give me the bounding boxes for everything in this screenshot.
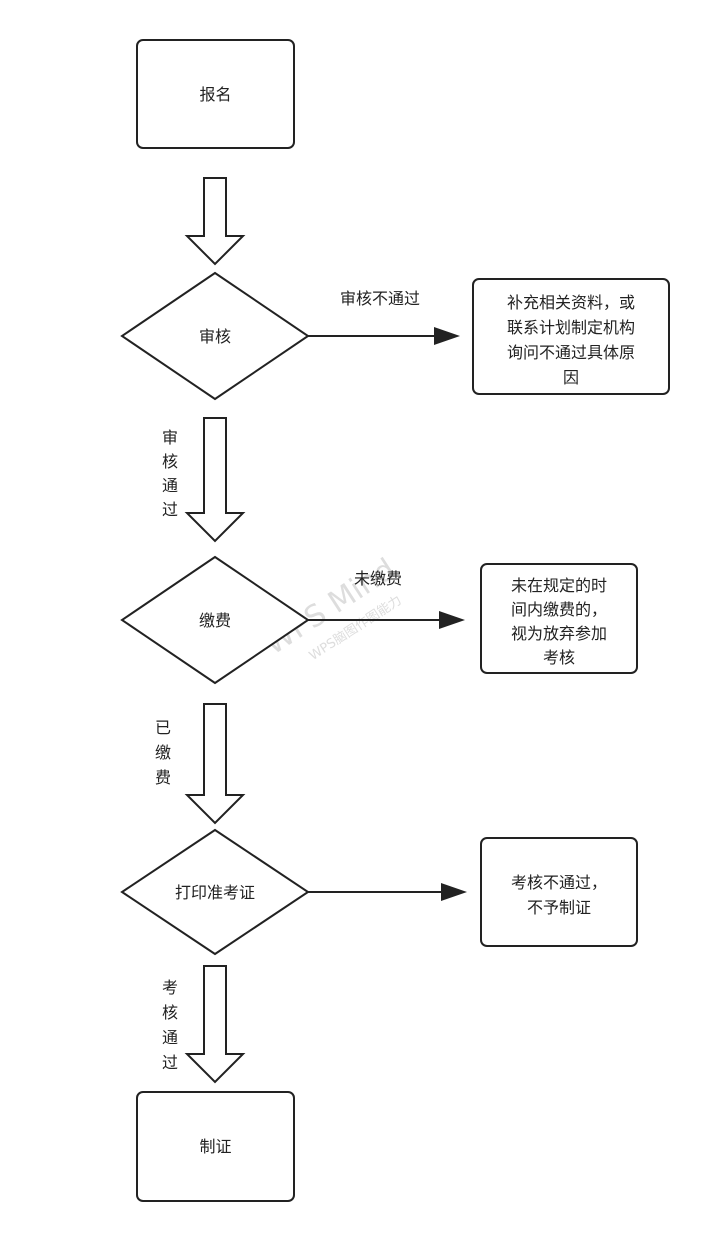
node-certify-box xyxy=(136,1091,295,1202)
edge-paid-char-1: 已 xyxy=(155,718,171,737)
flow-arrow-payment-to-print xyxy=(184,703,246,825)
node-unpaid-rect xyxy=(480,563,638,674)
node-print-ticket-label: 打印准考证 xyxy=(175,883,255,902)
edge-unpaid-arrowhead xyxy=(439,611,465,629)
edge-exam-pass-char-4: 过 xyxy=(162,1053,178,1072)
flow-arrow-signup-to-review xyxy=(184,177,246,266)
node-print-ticket[interactable]: 打印准考证 xyxy=(120,828,310,956)
node-review[interactable]: 审核 xyxy=(120,271,310,401)
node-print-ticket-diamond xyxy=(120,828,310,956)
edge-exam-pass-char-2: 核 xyxy=(162,1003,178,1022)
edge-exam-pass-char-1: 考 xyxy=(162,978,178,997)
edge-unpaid-label: 未缴费 xyxy=(354,569,402,588)
edge-review-fail: 审核不通过 xyxy=(308,289,460,345)
edge-review-fail-arrowhead xyxy=(434,327,460,345)
node-payment[interactable]: 缴费 xyxy=(120,555,310,685)
edge-review-pass-label: 审 核 通 过 xyxy=(162,428,178,519)
flow-arrow-review-to-payment xyxy=(184,417,246,543)
node-exam-fail-line-2: 不予制证 xyxy=(527,898,591,917)
node-exam-fail-rect xyxy=(480,837,638,947)
edge-review-pass-char-2: 核 xyxy=(162,452,178,471)
node-signup-label: 报名 xyxy=(199,85,231,104)
node-unpaid-box[interactable]: 未在规定的时 间内缴费的， 视为放弃参加 考核 xyxy=(480,563,638,674)
edge-exam-fail xyxy=(308,883,467,901)
node-unpaid-line-3: 视为放弃参加 xyxy=(511,624,607,643)
node-review-fail-line-4: 因 xyxy=(563,368,579,387)
edge-paid-label: 已 缴 费 xyxy=(155,718,171,787)
node-review-fail-line-2: 联系计划制定机构 xyxy=(507,318,635,337)
edge-paid-char-3: 费 xyxy=(155,768,171,787)
node-certify[interactable]: 制证 xyxy=(136,1091,295,1202)
node-payment-label: 缴费 xyxy=(199,611,231,630)
node-review-label: 审核 xyxy=(199,327,231,346)
node-unpaid-line-4: 考核 xyxy=(543,648,575,667)
edge-exam-pass-label: 考 核 通 过 xyxy=(162,978,178,1072)
edge-review-fail-label: 审核不通过 xyxy=(340,289,420,308)
node-review-diamond xyxy=(120,271,310,401)
edge-exam-fail-arrowhead xyxy=(441,883,467,901)
node-review-fail-box[interactable]: 补充相关资料，或 联系计划制定机构 询问不通过具体原 因 xyxy=(472,278,670,395)
node-signup-box xyxy=(136,39,295,149)
node-certify-label: 制证 xyxy=(199,1137,231,1156)
edge-review-pass-char-1: 审 xyxy=(162,428,178,447)
edge-review-pass-char-3: 通 xyxy=(162,476,178,495)
node-exam-fail-box[interactable]: 考核不通过， 不予制证 xyxy=(480,837,638,947)
node-review-fail-line-3: 询问不通过具体原 xyxy=(507,343,635,362)
edge-paid-char-2: 缴 xyxy=(155,743,171,762)
edge-review-pass-char-4: 过 xyxy=(162,500,178,519)
node-signup[interactable]: 报名 xyxy=(136,39,295,149)
node-exam-fail-line-1: 考核不通过， xyxy=(511,873,607,892)
node-unpaid-line-2: 间内缴费的， xyxy=(511,600,607,619)
node-review-fail-line-1: 补充相关资料，或 xyxy=(507,293,635,312)
edge-exam-pass-char-3: 通 xyxy=(162,1028,178,1047)
node-review-fail-rect xyxy=(472,278,670,395)
node-payment-diamond xyxy=(120,555,310,685)
edge-unpaid: 未缴费 xyxy=(308,569,465,629)
node-unpaid-line-1: 未在规定的时 xyxy=(511,576,607,595)
flow-arrow-print-to-certify xyxy=(184,965,246,1084)
